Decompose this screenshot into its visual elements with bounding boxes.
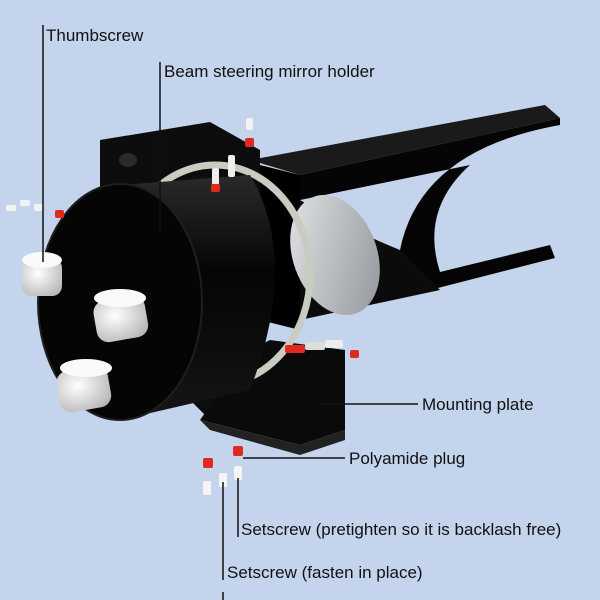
- leader-lines: [42, 25, 418, 600]
- setscrews-and-plugs: [6, 118, 359, 495]
- label-setscrew-fasten: Setscrew (fasten in place): [227, 563, 423, 582]
- label-mirror-holder: Beam steering mirror holder: [164, 62, 375, 81]
- label-setscrew-pretighten: Setscrew (pretighten so it is backlash f…: [241, 520, 562, 539]
- label-thumbscrew: Thumbscrew: [46, 26, 144, 45]
- label-mounting-plate: Mounting plate: [422, 395, 534, 414]
- label-polyamide-plug: Polyamide plug: [349, 449, 466, 468]
- mounting-block: [200, 340, 345, 445]
- thumbscrews: [22, 252, 149, 413]
